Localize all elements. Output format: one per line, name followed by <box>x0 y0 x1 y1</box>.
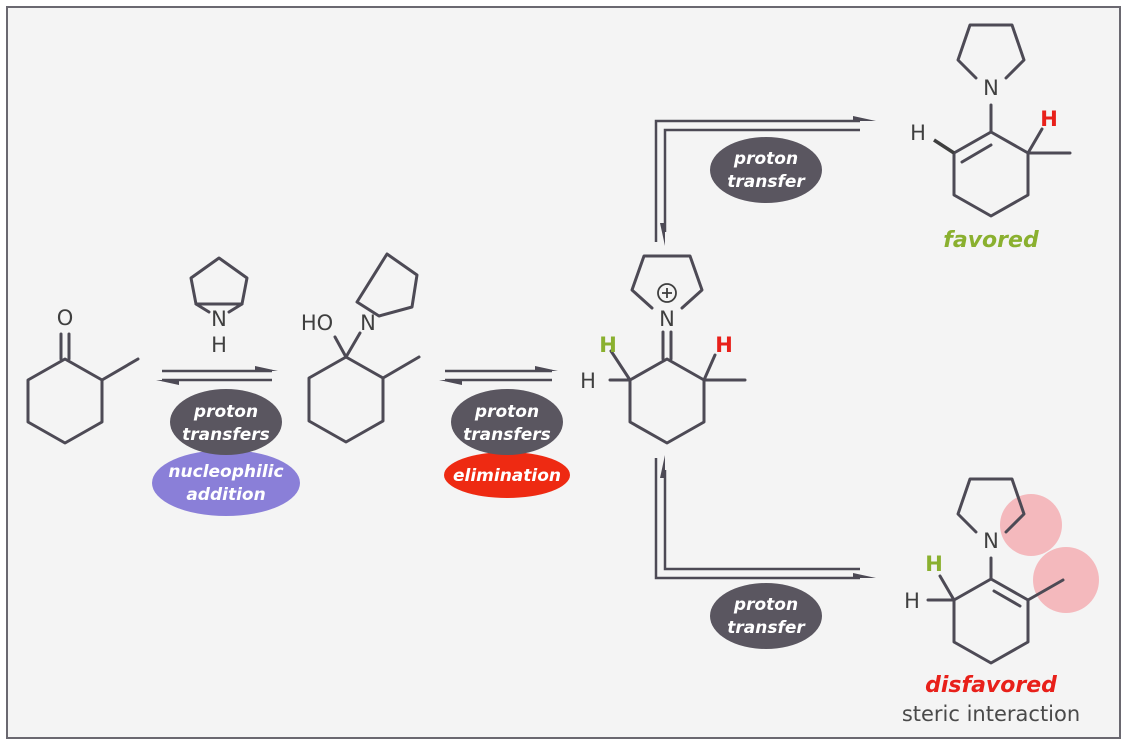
ketone-oxygen-label: O <box>57 306 74 330</box>
methylcyclohexanone: O <box>26 306 140 445</box>
disfavored-nitrogen-label: N <box>983 529 999 553</box>
iminium-ion: N H H H <box>580 254 747 445</box>
iminium-nitrogen-label: N <box>659 307 675 331</box>
upper-proton-transfer-pill: proton transfer <box>710 137 822 203</box>
carbinolamine-hydroxyl-label: HO <box>301 311 333 335</box>
amine-nitrogen-label: N <box>211 307 227 331</box>
pyrrolidine-reagent: N H <box>189 256 249 357</box>
disfavored-h-left-label: H <box>904 589 920 613</box>
step2-bottom-label: elimination <box>453 466 561 486</box>
step1-proton-transfers-pill: proton transfers <box>170 389 282 455</box>
lower-branch-arrow <box>654 455 876 580</box>
upper-pill-line1: proton <box>733 149 798 169</box>
step2-top-line1: proton <box>474 402 539 422</box>
step1-nucleophilic-addition-pill: nucleophilic addition <box>152 450 300 516</box>
equilibrium-arrow-1 <box>156 366 278 385</box>
amine-hydrogen-label: H <box>211 333 227 357</box>
step2-proton-transfers-pill: proton transfers <box>451 389 563 455</box>
step1-top-line1: proton <box>193 402 258 422</box>
positive-charge-icon <box>657 283 677 303</box>
steric-clash-highlight-methyl <box>1033 547 1099 613</box>
lower-pill-line1: proton <box>733 595 798 615</box>
favored-label: favored <box>943 228 1039 253</box>
disfavored-label: disfavored <box>925 673 1057 698</box>
steric-clash-highlight-ring <box>1000 494 1062 556</box>
favored-h-red-label: H <box>1040 107 1058 131</box>
favored-nitrogen-label: N <box>983 76 999 100</box>
disfavored-h-green-label: H <box>925 552 943 576</box>
carbinolamine: N HO <box>301 252 421 444</box>
upper-branch-arrow <box>654 116 876 246</box>
step2-elimination-pill: elimination <box>444 452 570 498</box>
iminium-h-green-label: H <box>599 333 617 357</box>
equilibrium-arrow-2 <box>439 366 558 385</box>
step1-bottom-line2: addition <box>186 485 265 505</box>
iminium-h-red-label: H <box>715 333 733 357</box>
lower-pill-line2: transfer <box>727 618 806 638</box>
favored-enamine: N H H favored <box>910 23 1072 253</box>
step2-top-line2: transfers <box>463 425 551 445</box>
iminium-h-left-label: H <box>580 369 596 393</box>
upper-pill-line2: transfer <box>727 172 806 192</box>
favored-h-left-label: H <box>910 121 926 145</box>
carbinolamine-nitrogen-label: N <box>360 311 376 335</box>
diagram-frame <box>6 6 1121 739</box>
lower-proton-transfer-pill: proton transfer <box>710 583 822 649</box>
step1-top-line2: transfers <box>182 425 270 445</box>
steric-interaction-note: steric interaction <box>902 702 1080 726</box>
disfavored-enamine: N H H disfavored steric interaction <box>902 477 1099 726</box>
step1-bottom-line1: nucleophilic <box>168 462 283 482</box>
